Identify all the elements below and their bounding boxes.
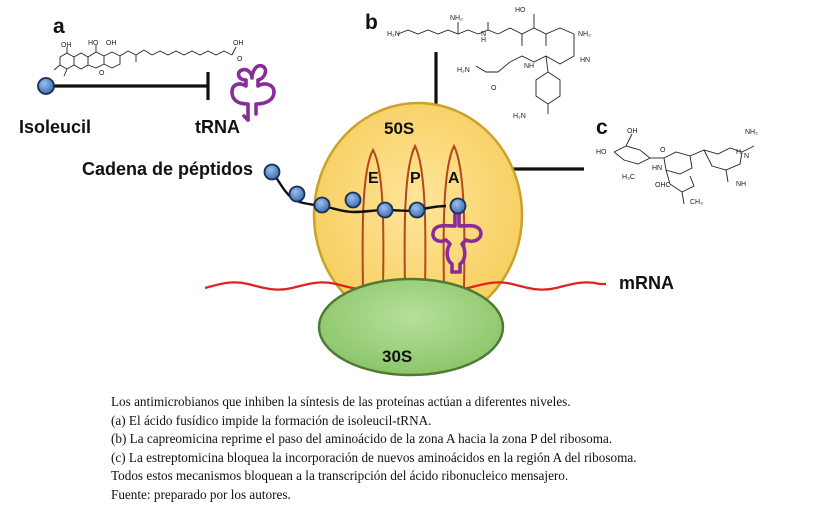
site-p-label: P [410,170,421,187]
chem-a-ho: HO [88,40,99,47]
caption-line: (a) El ácido fusídico impide la formació… [111,412,432,428]
chem-b-nh2-right: NH₂ [578,31,591,38]
mrna-label: mRNA [619,273,674,293]
peptide-amino-acid [288,185,306,203]
chem-c-oh: OH [627,128,638,135]
site-a-loop [442,143,466,289]
caption-line: (b) La capreomicina reprime el paso del … [111,431,613,447]
isoleucine-amino-acid [37,77,55,95]
chem-c-ohc: OHC [655,182,671,189]
peptide-amino-acid [408,201,426,219]
chem-c-nh: NH [736,181,746,188]
panel-c-label: c [596,116,608,139]
chem-b-n: N [481,31,486,38]
peptide-amino-acid [376,201,394,219]
ribosome-sites [361,143,466,289]
site-e-label: E [368,170,379,187]
peptide-amino-acid [263,163,281,181]
ribosome-small-subunit [317,277,505,377]
fusidic-acid-structure [53,45,237,77]
trna-a-site-icon [431,212,483,274]
caption-line: Los antimicrobianos que inhiben la sínte… [111,394,571,409]
chem-b-h2n-urea: H₂N [457,67,470,74]
capreomycin-structure [397,14,575,114]
subunit-50s-label: 50S [384,119,414,138]
peptide-amino-acid [344,191,362,209]
site-e-loop [361,147,385,289]
peptide-chain-label: Cadena de péptidos [82,159,253,179]
chem-a-acid-oh: OH [233,40,244,47]
trna-icon [230,63,276,122]
chem-c-hn: HN [652,165,662,172]
chem-a-acid-o: O [237,56,243,63]
subunit-30s-label: 30S [382,347,412,366]
chem-b-nh: NH [524,63,534,70]
site-a-label: A [448,170,460,187]
figure-caption: Los antimicrobianos que inhiben la sínte… [111,393,801,505]
chem-b-h: H [481,37,486,44]
chem-b-h2n-bottom: H₂N [513,113,526,120]
chem-c-n: N [744,153,749,160]
chem-a-oh: OH [61,42,72,49]
ribosome-diagram: a OH HO OH O OH O Isoleucil tRNA b [19,7,758,377]
streptomycin-structure [613,133,755,205]
isoleucil-label: Isoleucil [19,117,91,137]
incoming-amino-acid [449,197,467,215]
chem-b-nh2: NH₂ [450,15,463,22]
trna-label: tRNA [195,117,240,137]
site-p-loop [403,143,427,289]
chem-c-ho: HO [596,149,607,156]
chem-c-o: O [660,147,666,154]
chem-b-h2n: H₂N [387,31,400,38]
chem-b-hn: HN [580,57,590,64]
chem-c-h3c: H₃C [622,174,635,181]
caption-line: (c) La estreptomicina bloquea la incorpo… [111,449,637,465]
caption-line: Todos estos mecanismos bloquean a la tra… [111,468,569,484]
chem-a-oh2: OH [106,40,117,47]
chem-b-ho: HO [515,7,526,14]
caption-line: Fuente: preparado por los autores. [111,486,291,502]
chem-c-nh2: NH₂ [745,129,758,136]
panel-b-label: b [365,11,378,34]
chem-c-h: H [736,149,741,156]
chem-a-o: O [99,70,105,77]
peptide-amino-acid [313,196,331,214]
panel-a-label: a [53,15,65,38]
chem-c-ch3: CH₃ [690,199,703,206]
chem-b-o: O [491,85,497,92]
